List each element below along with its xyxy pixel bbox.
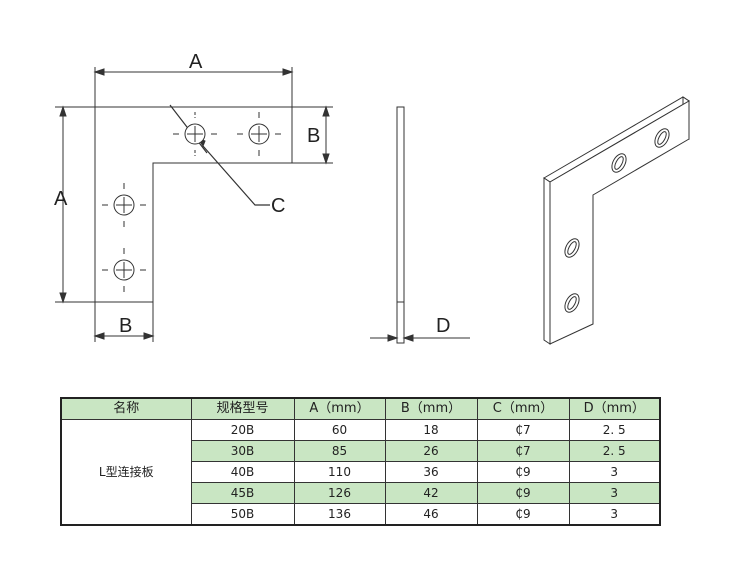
side-view — [370, 106, 470, 344]
hole-3 — [102, 183, 146, 227]
hole-1 — [173, 112, 217, 156]
table-row: 45B 126 42 ₵9 3 — [61, 482, 661, 504]
cell-d: 2. 5 — [568, 419, 661, 441]
cell-a: 85 — [293, 440, 386, 462]
header-model: 规格型号 — [190, 397, 295, 420]
cell-b: 36 — [384, 461, 478, 483]
header-b: B（mm） — [384, 397, 478, 420]
cell-c: ₵7 — [476, 419, 570, 441]
table-row: 50B 136 46 ₵9 3 — [61, 503, 661, 526]
cell-model: 40B — [190, 461, 295, 483]
table-header-row: 名称 规格型号 A（mm） B（mm） C（mm） D（mm） — [60, 397, 661, 420]
cell-b: 42 — [384, 482, 478, 504]
header-c: C（mm） — [476, 397, 570, 420]
header-name: 名称 — [60, 397, 192, 420]
technical-drawing: A A B B C D — [54, 51, 690, 345]
cell-d: 3 — [568, 503, 661, 526]
front-view — [55, 67, 333, 342]
table-row: L型连接板 20B 60 18 ₵7 2. 5 — [60, 419, 661, 526]
spec-table: 名称 规格型号 A（mm） B（mm） C（mm） D（mm） L型连接板 20… — [60, 397, 661, 526]
cell-a: 110 — [293, 461, 386, 483]
label-a-left: A — [54, 188, 68, 210]
cell-a: 126 — [293, 482, 386, 504]
cell-d: 3 — [568, 461, 661, 483]
label-b-bottom: B — [119, 315, 132, 337]
table-row: 40B 110 36 ₵9 3 — [61, 461, 661, 483]
cell-c: ₵9 — [476, 503, 570, 526]
cell-model: 30B — [190, 440, 295, 462]
cell-a: 136 — [293, 503, 386, 526]
cell-b: 26 — [384, 440, 478, 462]
side-profile — [396, 106, 405, 344]
product-name: L型连接板 — [60, 419, 192, 526]
hole-2 — [237, 112, 281, 156]
cell-b: 18 — [384, 419, 478, 441]
header-d: D（mm） — [568, 397, 661, 420]
label-a-top: A — [189, 51, 203, 73]
cell-c: ₵9 — [476, 461, 570, 483]
cell-c: ₵9 — [476, 482, 570, 504]
cell-d: 3 — [568, 482, 661, 504]
front-view-holes — [102, 112, 281, 292]
isometric-view — [543, 96, 690, 345]
label-b-right: B — [307, 125, 320, 147]
label-c: C — [271, 195, 285, 217]
cell-model: 50B — [190, 503, 295, 526]
cell-a: 60 — [293, 419, 386, 441]
hole-4 — [102, 248, 146, 292]
header-a: A（mm） — [293, 397, 386, 420]
cell-d: 2. 5 — [568, 440, 661, 462]
label-d: D — [436, 315, 450, 337]
cell-b: 46 — [384, 503, 478, 526]
cell-c: ₵7 — [476, 440, 570, 462]
cell-model: 45B — [190, 482, 295, 504]
cell-model: 20B — [190, 419, 295, 441]
